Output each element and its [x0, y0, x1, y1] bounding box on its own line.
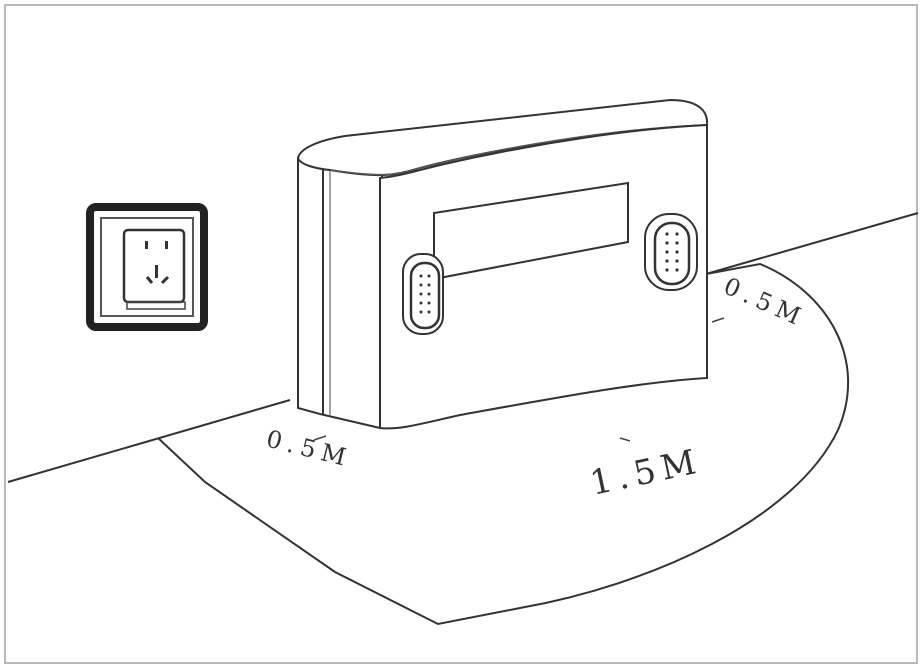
tick-left — [313, 435, 327, 441]
tick-front — [619, 437, 631, 442]
charging-dock-icon — [296, 98, 709, 430]
right-clearance-label: 0.5M — [720, 272, 811, 333]
floor-line-right — [705, 212, 919, 275]
front-clearance-label: 1.5M — [587, 441, 706, 504]
frame-border — [4, 4, 918, 664]
clearance-area-outline — [157, 262, 850, 626]
floor-line-left — [7, 399, 291, 483]
left-clearance-label: 0.5M — [264, 425, 355, 473]
wall-outlet-icon — [86, 203, 208, 331]
tick-right — [711, 317, 725, 323]
